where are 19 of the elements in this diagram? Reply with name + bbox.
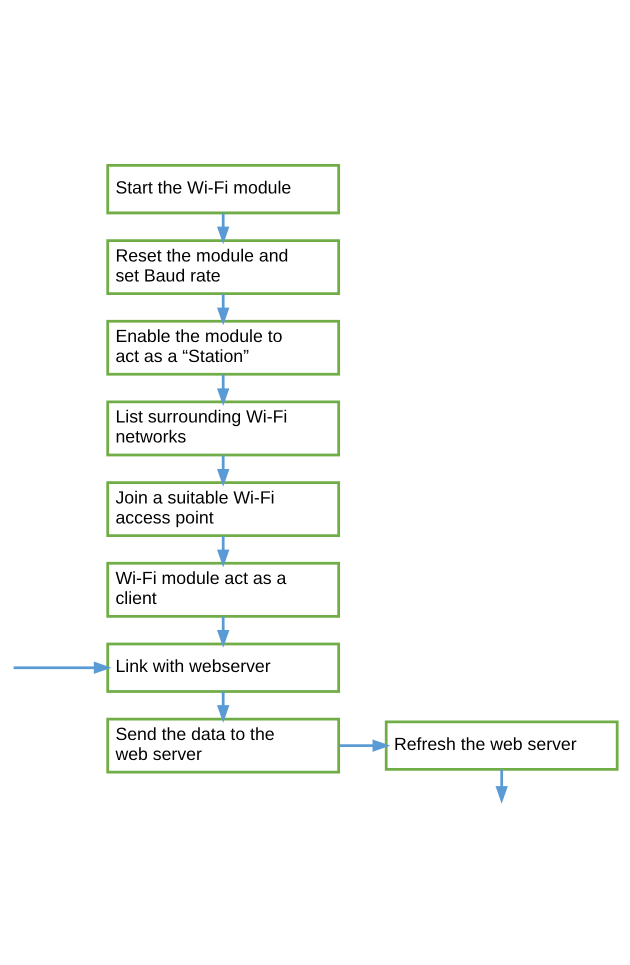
node-box: Send the data to the web server (106, 717, 340, 774)
arrow (339, 738, 390, 752)
arrow (217, 374, 230, 406)
arrow (217, 454, 230, 486)
arrow (496, 769, 508, 804)
node-box: Reset the module and set Baud rate (106, 238, 340, 294)
arrow (217, 691, 230, 722)
node-box: List surrounding Wi-Fi networks (106, 400, 340, 456)
node-box: Start the Wi-Fi module (106, 164, 340, 214)
arrow (217, 535, 230, 567)
arrow (14, 661, 112, 674)
node-box: Link with webserver (106, 642, 340, 692)
arrow (217, 212, 230, 244)
arrow (217, 616, 230, 648)
node-box: Refresh the web server (384, 720, 619, 770)
node-box: Join a suitable Wi-Fi access point (106, 480, 340, 537)
node-box: Wi-Fi module act as a client (106, 561, 340, 618)
arrow (217, 293, 230, 325)
node-box: Enable the module to act as a “Station” (106, 319, 340, 376)
